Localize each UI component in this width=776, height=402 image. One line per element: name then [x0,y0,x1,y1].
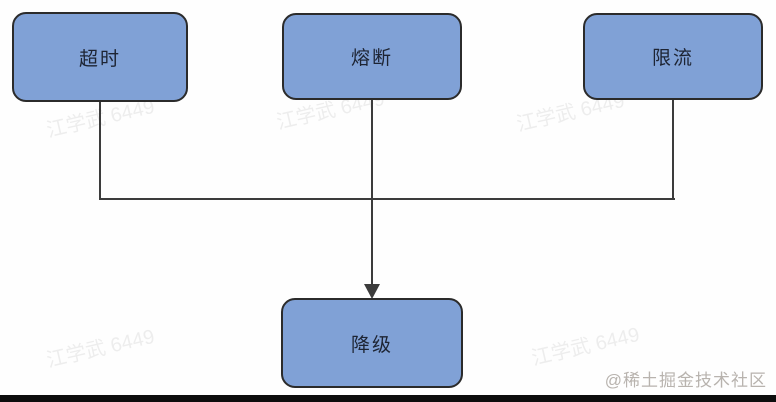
node-rate-limit: 限流 [583,13,763,100]
node-degrade: 降级 [281,298,463,388]
node-timeout-label: 超时 [78,48,121,70]
node-timeout: 超时 [12,12,188,102]
connector-rate-limit-vertical [672,98,674,200]
node-circuit-break-label: 熔断 [350,48,393,69]
bottom-black-bar [0,395,776,402]
arrow-down-icon [364,284,380,299]
node-circuit-break: 熔断 [282,13,462,100]
connector-timeout-vertical [99,100,101,200]
node-rate-limit-label: 限流 [651,48,694,69]
connector-degrade-vertical [371,98,373,286]
user-watermark: 江学武 6449 [529,323,642,371]
connector-horizontal-bus [99,198,675,200]
juejin-community-watermark: @稀土掘金技术社区 [604,371,767,390]
user-watermark: 江学武 6449 [44,325,157,373]
node-degrade-label: 降级 [350,334,393,356]
